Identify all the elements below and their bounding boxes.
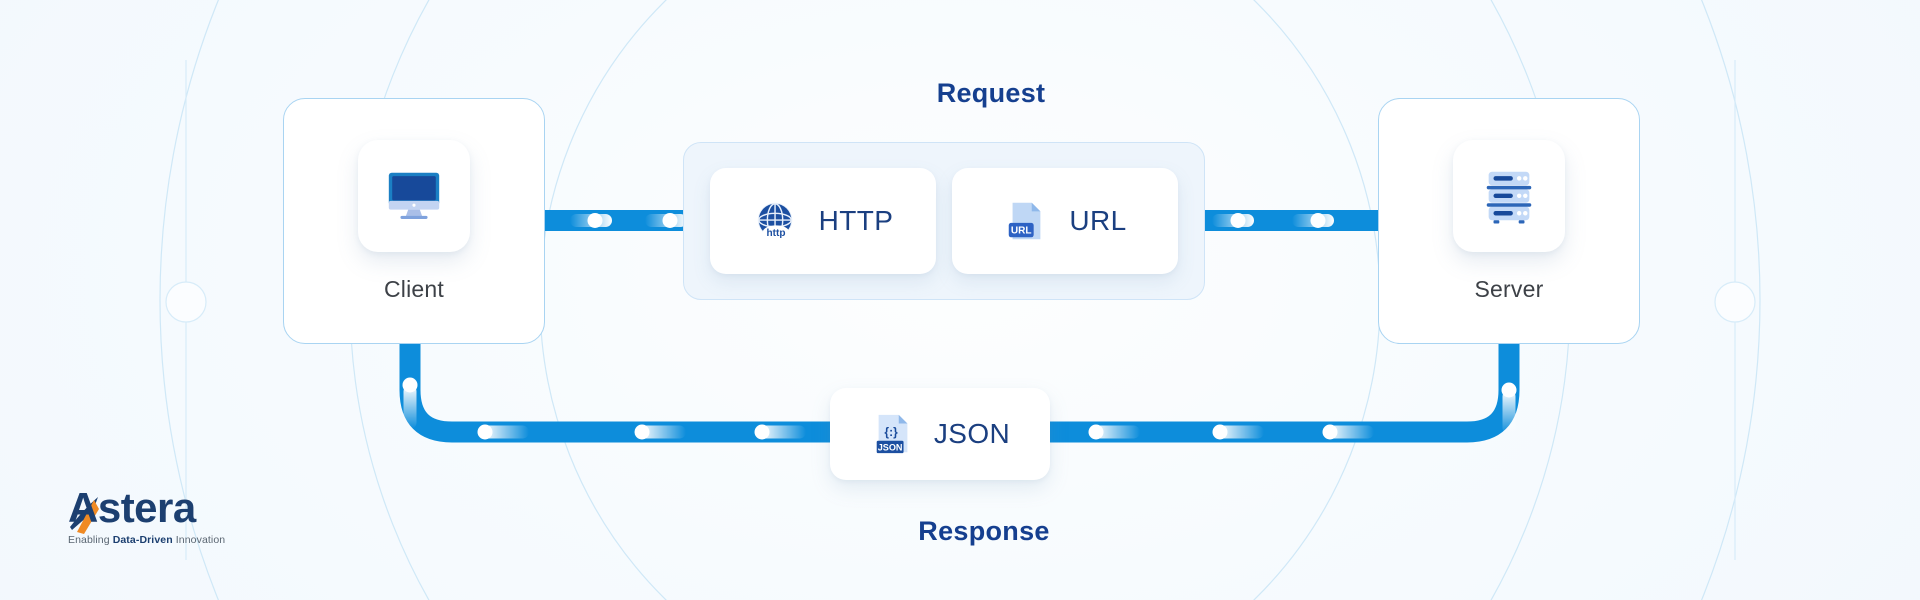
chip-json-label: JSON [933,418,1011,449]
logo-tagline: Enabling Data-Driven Innovation [68,534,258,546]
server-label: Server [1474,275,1544,302]
chip-url[interactable]: URL URL [952,168,1178,274]
json-file-icon: {:} JSON [876,414,908,454]
node-server[interactable]: Server [1378,98,1640,344]
chip-url-label: URL [1069,205,1127,236]
logo-tagline-bold: Data-Driven [112,534,173,546]
pipe-request-left [540,210,700,231]
http-glyph-text: http [766,228,785,239]
client-icon-tile [358,139,470,252]
caption-request-text: Request [936,78,1046,108]
pipe-request-right [1185,210,1385,231]
logo-wordmark: Astera [68,484,196,531]
server-icon-tile [1453,139,1565,252]
url-file-icon: URL [1009,202,1041,240]
request-group: http HTTP URL URL [683,142,1205,300]
caption-response-text: Response [918,516,1050,546]
node-client[interactable]: Client [283,98,545,344]
chip-json[interactable]: {:} JSON JSON [830,388,1050,480]
desktop-monitor-icon [388,172,440,219]
logo-tagline-prefix: Enabling [68,534,113,546]
globe-http-icon: http [757,202,792,240]
server-rack-icon [1486,171,1532,224]
astera-logo: Astera Enabling Data-Driven Innovation [68,484,258,547]
logo-tagline-suffix: Innovation [172,534,226,546]
json-braces-text: {:} [884,425,898,439]
json-badge-text: JSON [878,442,903,452]
chip-http[interactable]: http HTTP [710,168,936,274]
caption-request: Request [0,78,1920,109]
url-badge-text: URL [1011,225,1032,236]
pipe-response-flow-dots [402,377,1517,440]
chip-http-label: HTTP [818,205,894,236]
client-label: Client [383,275,444,302]
caption-response: Response [0,516,1920,547]
